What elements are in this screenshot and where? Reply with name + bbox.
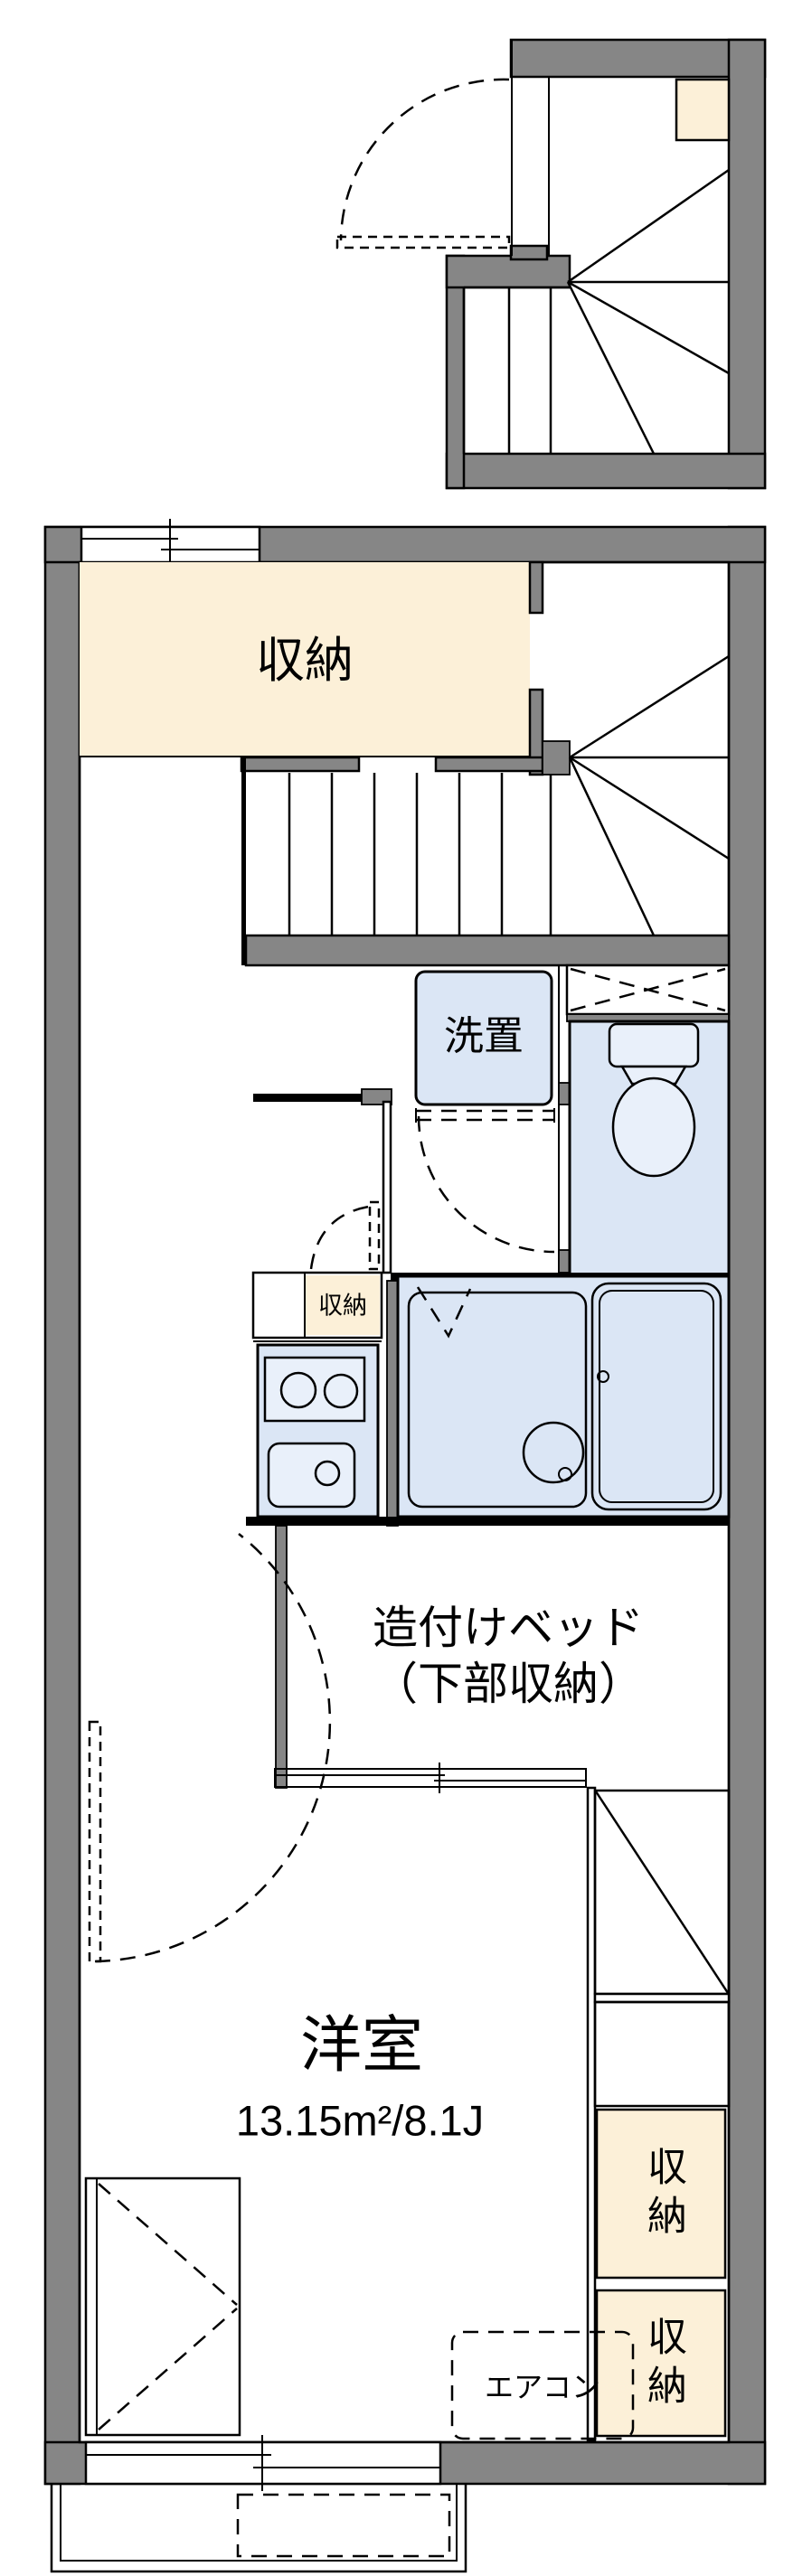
wall-block xyxy=(558,1249,571,1274)
winder-tread xyxy=(567,168,730,284)
storage-east-wall-upper xyxy=(528,560,544,615)
balcony xyxy=(50,2484,467,2573)
casement-swing-mark xyxy=(98,2308,238,2430)
wall-right xyxy=(727,38,767,490)
storage-east-wall-lower xyxy=(528,688,544,776)
tub-handle-dot xyxy=(597,1370,609,1383)
laundry-label: 洗置 xyxy=(444,1014,524,1058)
toilet-neck xyxy=(619,1065,688,1086)
balcony-hatch xyxy=(236,2493,451,2558)
washing-machine-space xyxy=(414,970,553,1106)
room-door-leaf xyxy=(88,1720,102,1963)
wall-mid-band xyxy=(445,254,571,289)
burner xyxy=(323,1373,359,1409)
closet-door-swing-arc xyxy=(309,1204,375,1270)
bath-folding-door-mark xyxy=(416,1286,472,1339)
western-room-door xyxy=(88,1533,332,1963)
kitchen-sink xyxy=(267,1442,356,1509)
shower-drain xyxy=(522,1421,585,1484)
storage-room-floor xyxy=(80,562,530,757)
toilet-area xyxy=(391,964,731,1281)
washroom-west-wall xyxy=(382,1100,392,1274)
storage-main-label: 収納 xyxy=(256,634,354,688)
drain-dot xyxy=(558,1467,572,1481)
winder-tread xyxy=(566,281,656,455)
storage-mini-label: 収納 xyxy=(318,1292,367,1320)
south-window xyxy=(84,2435,442,2491)
western-room-area: 13.15m²/8.1J xyxy=(235,2096,485,2145)
main-staircase xyxy=(241,654,731,967)
bathroom-floor xyxy=(396,1274,731,1518)
winder-tread xyxy=(567,280,730,375)
bathtub-inner xyxy=(599,1290,714,1503)
storage-right-upper-label: 収納 xyxy=(641,2146,685,2243)
toilet-tank xyxy=(608,1022,700,1068)
storage-upper-box xyxy=(595,2108,727,2280)
bed-label-line1: 造付けベッド xyxy=(373,1603,644,1653)
room-door-swing-arc xyxy=(94,1533,332,1963)
storage-room-main xyxy=(80,560,544,776)
west-bay-window xyxy=(84,2176,241,2437)
burner xyxy=(279,1371,317,1409)
entrance-door-swing-arc xyxy=(339,78,510,241)
kitchen-area xyxy=(251,1271,399,1527)
storage-south-wall-left xyxy=(240,756,361,773)
winder-tread xyxy=(569,654,730,759)
storage-right-lower-label: 収納 xyxy=(641,2316,685,2413)
wall-west xyxy=(43,525,81,2486)
stair-south-wall xyxy=(244,934,731,967)
storage-south-wall-right xyxy=(434,756,544,773)
wall-block xyxy=(558,1082,571,1105)
bath-south-wall xyxy=(246,1517,729,1526)
corridor-wall xyxy=(253,1094,391,1102)
closet-door-leaf xyxy=(368,1200,381,1271)
winder-tread xyxy=(568,757,656,936)
wall-east xyxy=(727,525,767,2486)
air-conditioner-label: エアコン xyxy=(484,2371,601,2403)
bathtub xyxy=(590,1282,722,1511)
sink-drain xyxy=(314,1460,341,1487)
washroom-area xyxy=(253,970,555,1274)
kitchen-bath-wall xyxy=(386,1280,399,1527)
wall-top xyxy=(509,38,767,79)
east-storage-column xyxy=(450,1786,731,2442)
balcony-outline xyxy=(50,2484,467,2573)
wall-left-lower xyxy=(445,254,466,490)
stair-newel-pillar xyxy=(542,740,571,776)
stair-west-wall xyxy=(241,757,246,965)
casement-swing-mark xyxy=(98,2183,238,2306)
bath-wash-area xyxy=(407,1291,588,1509)
entrance-stair-block xyxy=(335,38,767,490)
air-conditioner-box xyxy=(450,2330,635,2440)
entry-shoe-storage xyxy=(675,78,731,142)
entrance-door-leaf xyxy=(335,235,511,249)
built-in-bed-room xyxy=(274,1525,587,1793)
wall-step xyxy=(509,244,549,261)
bed-room-west-wall xyxy=(275,1525,288,1789)
toilet-bowl xyxy=(611,1076,696,1178)
storage-lower-box xyxy=(595,2289,727,2438)
winder-tread xyxy=(569,756,730,860)
open-shelf-box xyxy=(593,2000,731,2108)
western-room-label: 洋室 xyxy=(299,2011,424,2080)
mini-storage-shelf xyxy=(306,1275,380,1335)
column-partition-wall xyxy=(586,1786,597,2442)
balcony-railing-inner xyxy=(60,2484,458,2562)
bed-label-line2: （下部収納） xyxy=(373,1659,644,1709)
bay-window-frame xyxy=(84,2176,241,2437)
bathroom xyxy=(246,1274,731,1526)
column-divider xyxy=(593,1992,731,2004)
washroom-door-swing-arc xyxy=(417,1115,555,1254)
diagonal-mark xyxy=(594,1791,730,1994)
north-window xyxy=(80,519,261,570)
vent-x-mark xyxy=(570,967,726,1012)
wall-bottom xyxy=(445,452,767,490)
